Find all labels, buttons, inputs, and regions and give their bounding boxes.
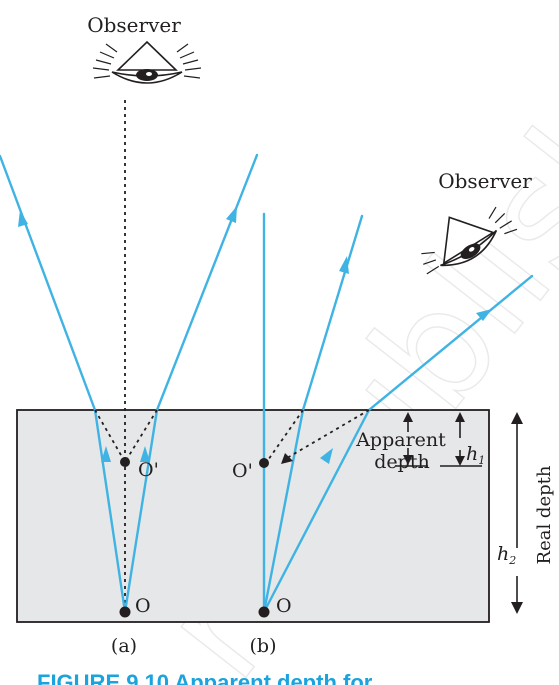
arrow-a-right-air <box>226 206 237 223</box>
h1-label: h1 <box>466 443 485 467</box>
apparent-label-line2: depth <box>374 451 429 473</box>
real-depth-label: Real depth <box>534 465 555 564</box>
image-point-a <box>120 457 130 467</box>
observer-label-right: Observer <box>438 169 532 193</box>
ray-a-left-in-air <box>0 154 97 412</box>
image-label-b: O' <box>232 460 253 482</box>
extension-a-left <box>94 409 126 463</box>
figure-caption: FIGURE 9.10 Apparent depth for <box>37 670 373 685</box>
ray-b-middle-in-water <box>262 408 305 614</box>
eye-icon-right <box>421 206 518 275</box>
h2-marker <box>511 412 523 614</box>
image-label-a: O' <box>138 459 159 481</box>
ray-b-middle-in-air <box>301 214 364 412</box>
object-point-b <box>258 606 270 618</box>
arrow-a-left-air <box>18 210 28 227</box>
part-label-b: (b) <box>250 635 277 657</box>
arrow-a-right-water <box>140 446 150 462</box>
object-label-a: O <box>135 595 151 617</box>
image-point-b <box>259 458 269 468</box>
arrow-a-left-water <box>101 446 111 462</box>
h2-label: h2 <box>497 543 516 567</box>
ray-a-right-in-water <box>123 408 159 614</box>
apparent-depth-marker <box>396 412 428 467</box>
h1-marker <box>440 412 482 467</box>
extension-a-right <box>124 409 158 463</box>
ray-a-right-in-air <box>155 153 259 412</box>
object-label-b: O <box>276 595 292 617</box>
arrow-b-oblique-water <box>320 448 333 464</box>
ray-a-left-in-water <box>93 408 127 614</box>
arrow-b-extension <box>281 453 293 464</box>
ray-b-oblique-in-water <box>262 408 371 614</box>
observer-label-top: Observer <box>87 13 181 37</box>
arrow-b-middle-air <box>339 256 349 274</box>
apparent-label-line1: Apparent <box>355 429 446 451</box>
extension-b-oblique <box>286 409 370 459</box>
ray-b-oblique-in-air <box>367 274 534 412</box>
eye-icon-top <box>92 40 202 84</box>
arrow-b-oblique-air <box>476 309 492 321</box>
water-medium <box>16 409 490 623</box>
part-label-a: (a) <box>111 635 137 657</box>
object-point-a <box>119 606 131 618</box>
